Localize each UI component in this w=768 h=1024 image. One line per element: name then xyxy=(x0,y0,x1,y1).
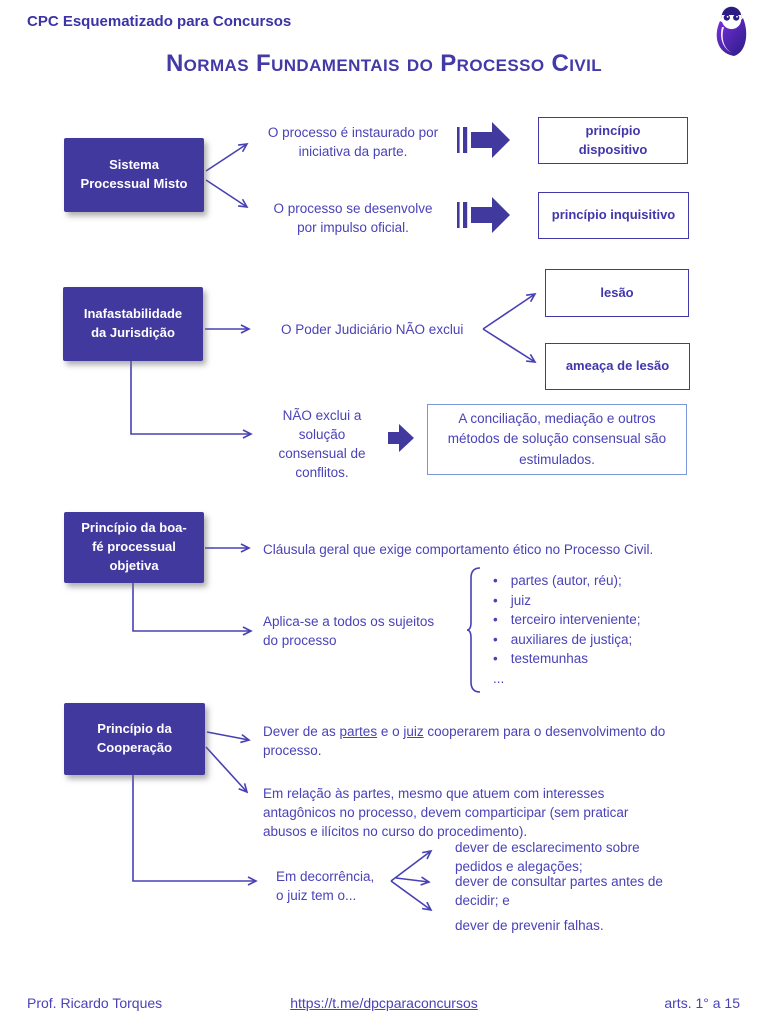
text-em-decorrencia: Em decorrência, o juiz tem o... xyxy=(276,869,375,904)
list-item: • auxiliares de justiça; xyxy=(493,630,683,650)
telegram-link[interactable]: https://t.me/dpcparaconcursos xyxy=(290,995,478,1011)
bullet-icon: • xyxy=(493,651,498,666)
footer-link-wrap: https://t.me/dpcparaconcursos xyxy=(0,995,768,1011)
text-dever-prevenir: dever de prevenir falhas. xyxy=(455,918,604,933)
box-inafastabilidade: Inafastabilidade da Jurisdição xyxy=(63,287,203,361)
bullet-icon: • xyxy=(493,592,498,608)
owl-logo-icon xyxy=(710,6,752,60)
list-item: • partes (autor, réu); xyxy=(493,571,683,591)
text-dever-consultar: dever de consultar partes antes de decid… xyxy=(455,874,663,909)
connector-consensual xyxy=(130,361,253,439)
box-cooperacao: Princípio da Cooperação xyxy=(64,703,205,775)
connector-decorrencia xyxy=(132,775,258,886)
underlined-juiz: juiz xyxy=(403,724,424,739)
list-item-label: juiz xyxy=(510,592,531,608)
underlined-partes: partes xyxy=(339,724,378,739)
text-iniciativa-parte: O processo é instaurado por iniciativa d… xyxy=(267,125,439,160)
bullet-brace xyxy=(466,567,481,693)
ellipsis-label: ... xyxy=(493,670,505,686)
text-relacao-partes: Em relação às partes, mesmo que atuem co… xyxy=(263,786,629,840)
bullet-icon: • xyxy=(493,631,498,647)
text-aplica-sujeitos: Aplica-se a todos os sujeitos do process… xyxy=(263,614,435,649)
list-item: • terceiro interveniente; xyxy=(493,610,683,630)
bullet-icon: • xyxy=(493,573,498,588)
list-item: • testemunhas xyxy=(493,649,683,669)
list-item-label: partes (autor, réu); xyxy=(510,573,622,588)
box-conciliacao-note: A conciliação, mediação e outros métodos… xyxy=(427,404,687,475)
brand-title: CPC Esquematizado para Concursos xyxy=(27,13,292,30)
block-arrow-note xyxy=(388,424,414,452)
connector-dever2 xyxy=(395,876,431,886)
box-boa-fe: Princípio da boa- fé processual objetiva xyxy=(64,512,204,583)
box-lesao: lesão xyxy=(545,269,689,317)
list-item-label: terceiro interveniente; xyxy=(510,612,641,627)
text-solucao-consensual: NÃO exclui a solução consensual de confl… xyxy=(278,408,366,481)
list-ellipsis: ... xyxy=(493,669,683,689)
box-sistema-processual-misto: Sistema Processual Misto xyxy=(64,138,204,212)
text-poder-judiciario: O Poder Judiciário NÃO exclui xyxy=(281,322,464,337)
list-item-label: testemunhas xyxy=(510,651,589,666)
connector-sistema-upper xyxy=(205,143,249,172)
box-ameaca-lesao: ameaça de lesão xyxy=(545,343,690,390)
connector-sistema-lower xyxy=(205,179,249,208)
connector-dever xyxy=(206,731,251,744)
connector-aplica xyxy=(132,583,253,636)
striped-arrow-dispositivo xyxy=(457,122,510,158)
owl-logo-svg xyxy=(716,6,747,56)
dever-segment: cooperarem para o desenvolvimento do pro… xyxy=(263,724,666,759)
connector-dever1 xyxy=(390,849,433,882)
text-dever-cooperar: Dever de as partes e o juiz cooperarem p… xyxy=(263,722,677,760)
bullet-icon: • xyxy=(493,612,498,627)
box-principio-inquisitivo: princípio inquisitivo xyxy=(538,192,689,239)
connector-dever3 xyxy=(390,880,433,912)
box-principio-dispositivo: princípio dispositivo xyxy=(538,117,688,164)
footer-author: Prof. Ricardo Torques xyxy=(27,995,163,1011)
list-item: • juiz xyxy=(493,591,683,611)
page-title: Normas Fundamentais do Processo Civil xyxy=(165,50,603,77)
sujeitos-list: • partes (autor, réu); • juiz • terceiro… xyxy=(493,571,683,688)
dever-segment: e o xyxy=(377,724,404,739)
connector-relacao xyxy=(205,746,249,794)
text-impulso-oficial: O processo se desenvolve por impulso ofi… xyxy=(273,201,433,236)
striped-arrow-inquisitivo xyxy=(457,197,510,233)
dever-segment: Dever de as xyxy=(263,724,340,739)
text-clausula-geral: Cláusula geral que exige comportamento é… xyxy=(263,542,654,557)
list-item-label: auxiliares de justiça; xyxy=(510,631,633,647)
footer-reference: arts. 1° a 15 xyxy=(664,995,740,1011)
text-dever-esclarecimento: dever de esclarecimento sobre pedidos e … xyxy=(455,840,640,875)
